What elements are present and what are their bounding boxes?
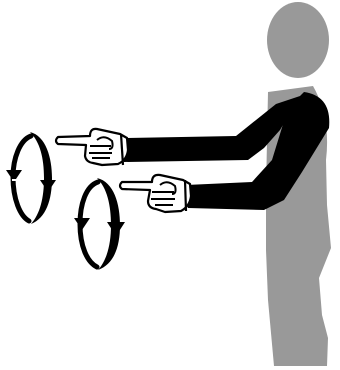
lower-rotation-arrow-icon [107,222,125,236]
upper-rotation-arrow-icon-2 [40,180,56,192]
upper-rotation-marker [6,132,56,224]
upper-pointing-hand-icon [56,129,128,165]
upper-arm [56,96,300,165]
upper-rotation-front [30,132,52,224]
lower-rotation-marker [74,178,125,270]
lower-pointing-hand-icon [120,175,191,212]
lower-rotation-arrow-icon-2 [74,218,90,230]
person-head [267,2,329,78]
